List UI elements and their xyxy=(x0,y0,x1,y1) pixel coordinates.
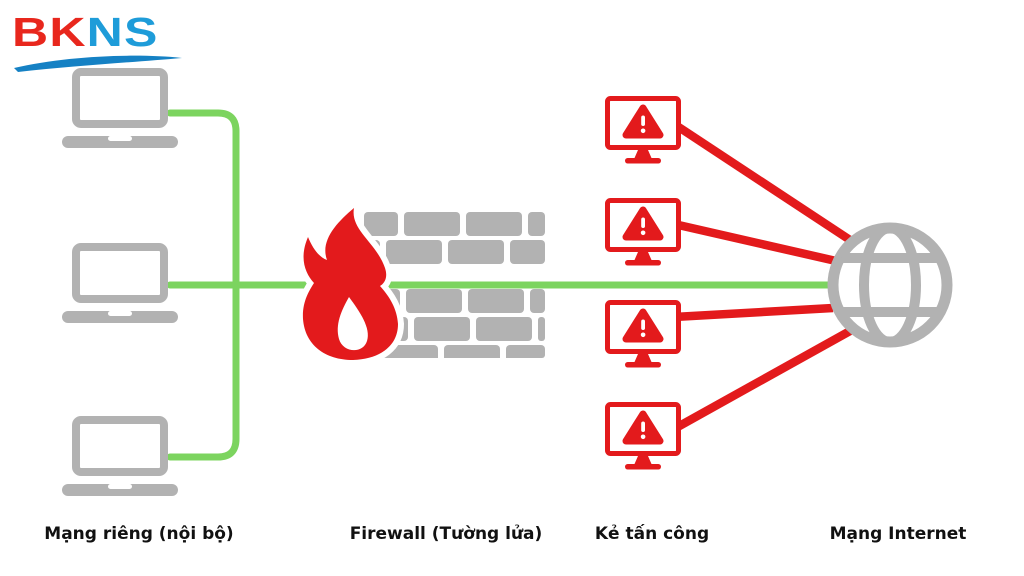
globe-icon xyxy=(827,222,953,348)
bkns-logo: BKNS xyxy=(12,8,192,72)
attack-lines xyxy=(671,120,853,433)
safe-connection-lines xyxy=(166,109,838,461)
attack-line xyxy=(671,120,853,244)
attacker-monitor-icon xyxy=(608,405,679,470)
logo-text-red: BK xyxy=(12,9,87,55)
laptop-icon xyxy=(62,72,178,148)
attack-line xyxy=(673,219,837,266)
logo-text-blue: NS xyxy=(86,9,159,55)
internet-label: Mạng Internet xyxy=(829,524,967,544)
firewall-label: Firewall (Tường lửa) xyxy=(349,524,543,544)
laptop-icon xyxy=(62,247,178,323)
private-network-label: Mạng riêng (nội bộ) xyxy=(44,524,234,544)
attackers-label: Kẻ tấn công xyxy=(594,524,710,544)
attack-line xyxy=(673,303,834,322)
attacker-monitor-icon xyxy=(608,201,679,266)
private-network-devices xyxy=(62,72,178,496)
laptop-icon xyxy=(62,420,178,496)
brick-row xyxy=(364,212,545,236)
attacker-monitor-icon xyxy=(608,99,679,164)
logo-text: BKNS xyxy=(12,8,159,56)
attack-line xyxy=(671,327,853,433)
logo-swoosh-icon xyxy=(14,55,182,72)
attacker-monitor-icon xyxy=(608,303,679,368)
flame-icon xyxy=(296,202,404,366)
